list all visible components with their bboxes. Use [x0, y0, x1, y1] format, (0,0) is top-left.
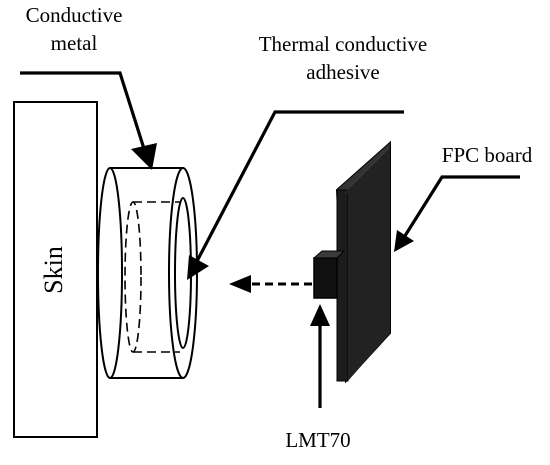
adhesive-label-line1: Thermal conductive [259, 32, 428, 56]
conductive-metal-label-line1: Conductive [26, 3, 123, 27]
conductive-metal-cylinder [97, 167, 198, 379]
heat-flow-arrowhead [229, 275, 251, 293]
fpc-board-label: FPC board [442, 143, 533, 167]
lmt70-label: LMT70 [285, 428, 350, 452]
adhesive-label-line2: adhesive [306, 60, 379, 84]
conductive-metal-arrowhead [131, 143, 157, 170]
lmt70-arrowhead [310, 304, 330, 326]
skin-block [13, 101, 98, 438]
skin-label: Skin [39, 246, 68, 294]
adhesive-pointer [193, 110, 404, 266]
conductive-metal-pointer [20, 71, 148, 156]
lmt70-sensor-chip [313, 257, 338, 299]
fpc-board-pointer [401, 175, 520, 240]
adhesive-inner-cylinder [124, 201, 180, 353]
conductive-metal-label-line2: metal [51, 31, 98, 55]
fpc-board [335, 140, 391, 384]
fpc-board-arrowhead [394, 230, 414, 252]
adhesive-arrowhead [187, 255, 209, 280]
lmt70-sensor-top [312, 250, 346, 259]
